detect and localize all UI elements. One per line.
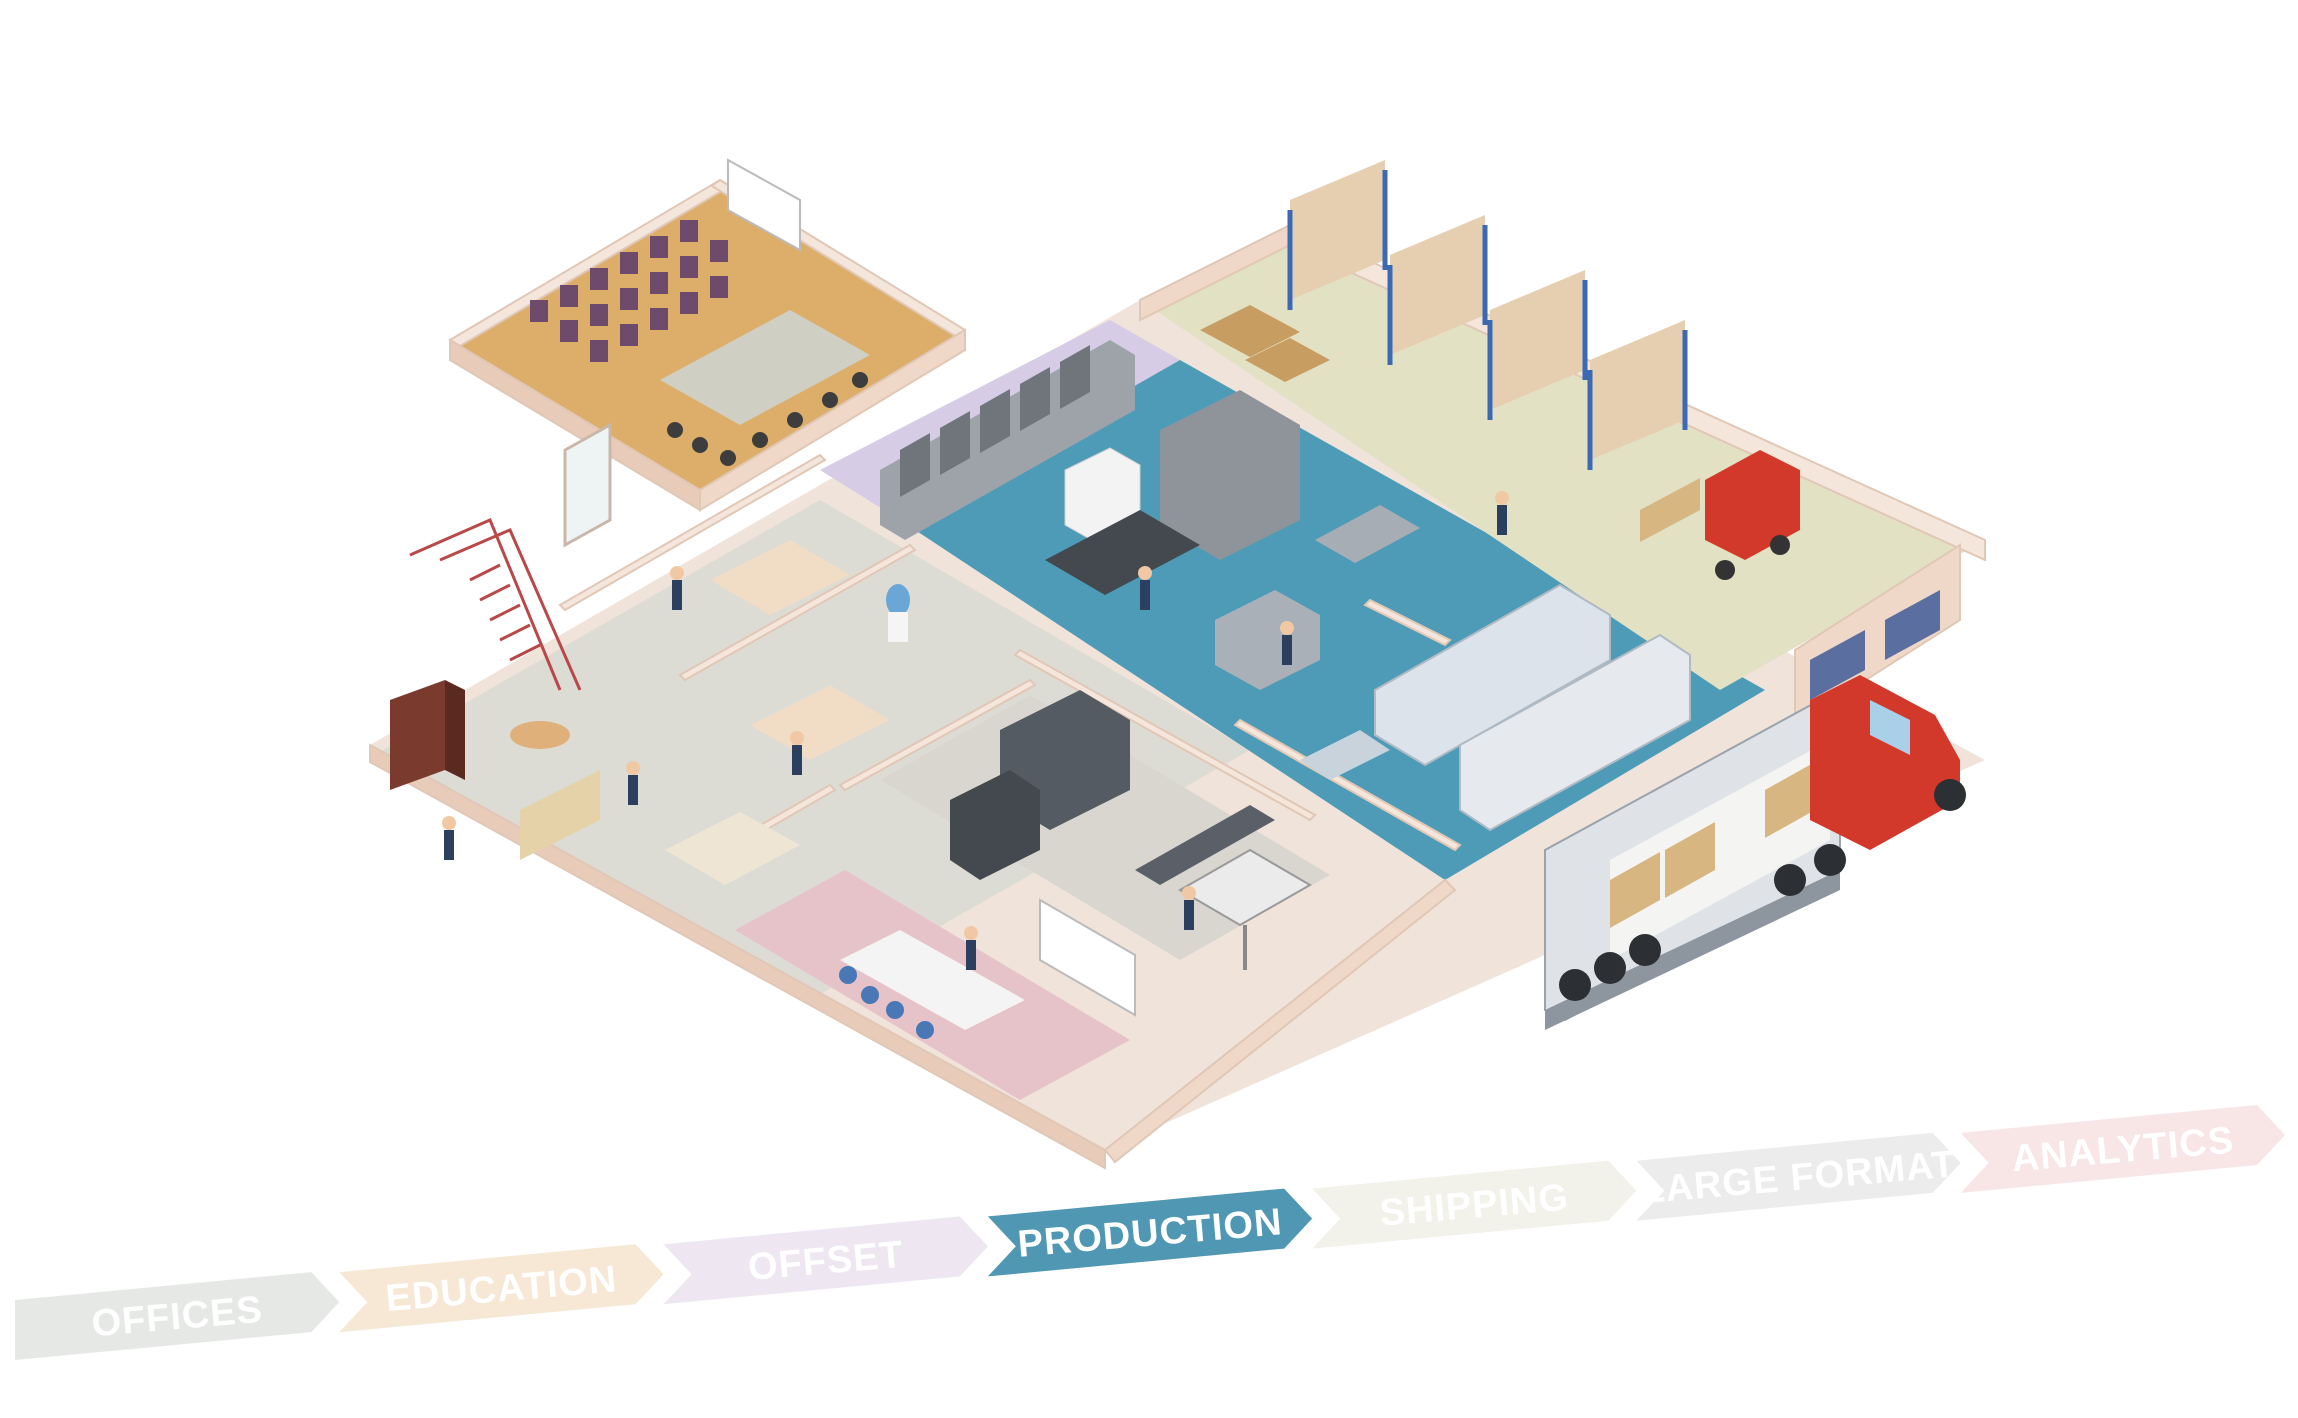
digital-press [950, 770, 1040, 880]
meeting-room [839, 898, 1136, 1039]
forklift [1640, 450, 1800, 580]
staircase [409, 518, 582, 691]
offset-press [880, 340, 1135, 540]
shipping-floor [1140, 225, 1985, 690]
warehouse [1200, 160, 1800, 580]
nav-shapes [15, 1105, 2285, 1360]
building [370, 185, 1985, 1150]
projection-screen [727, 158, 801, 252]
water-cooler [886, 584, 910, 616]
feeder [1300, 730, 1390, 780]
office-desk [710, 540, 850, 615]
binding-line [1045, 510, 1200, 595]
nav-tab-offices[interactable] [15, 1272, 340, 1360]
conference-chairs [667, 372, 868, 466]
classroom-chairs [530, 220, 728, 362]
office-desk [750, 685, 890, 760]
sofa [665, 812, 800, 885]
office-area [390, 540, 1130, 885]
nav-tab-shipping[interactable] [1312, 1160, 1637, 1249]
booklet-maker [1215, 590, 1320, 690]
pallet [1200, 305, 1300, 357]
loading-dock-doors [1810, 590, 1940, 700]
cutting-machine [1160, 390, 1300, 560]
inkjet-press [1374, 583, 1611, 767]
truck-cargo-pallets [1610, 762, 1815, 928]
truck-cab [1810, 675, 1960, 850]
education-room [530, 158, 870, 548]
people [442, 491, 1509, 970]
cafe-table [510, 721, 570, 749]
pallet [1245, 338, 1330, 382]
glass-door [563, 422, 612, 548]
nav-tab-education[interactable] [339, 1244, 664, 1333]
nav-tab-large-format[interactable] [1636, 1132, 1961, 1221]
storage-racks [1287, 160, 1688, 470]
meeting-table [840, 930, 1025, 1030]
large-format-printer [1135, 805, 1312, 970]
production-area [1045, 390, 1691, 832]
delivery-truck [1544, 675, 1966, 1030]
nav-tab-production[interactable] [987, 1188, 1313, 1277]
vending-machine [390, 680, 445, 790]
finishing-unit [1459, 633, 1691, 832]
education-floor [455, 185, 960, 495]
conference-table [660, 310, 870, 425]
archive-shelves [520, 770, 600, 860]
folding-machine [1315, 505, 1420, 563]
nav-tab-offset[interactable] [663, 1216, 988, 1305]
nav-tab-analytics[interactable] [1960, 1105, 2285, 1193]
presentation-board [1039, 898, 1136, 1017]
